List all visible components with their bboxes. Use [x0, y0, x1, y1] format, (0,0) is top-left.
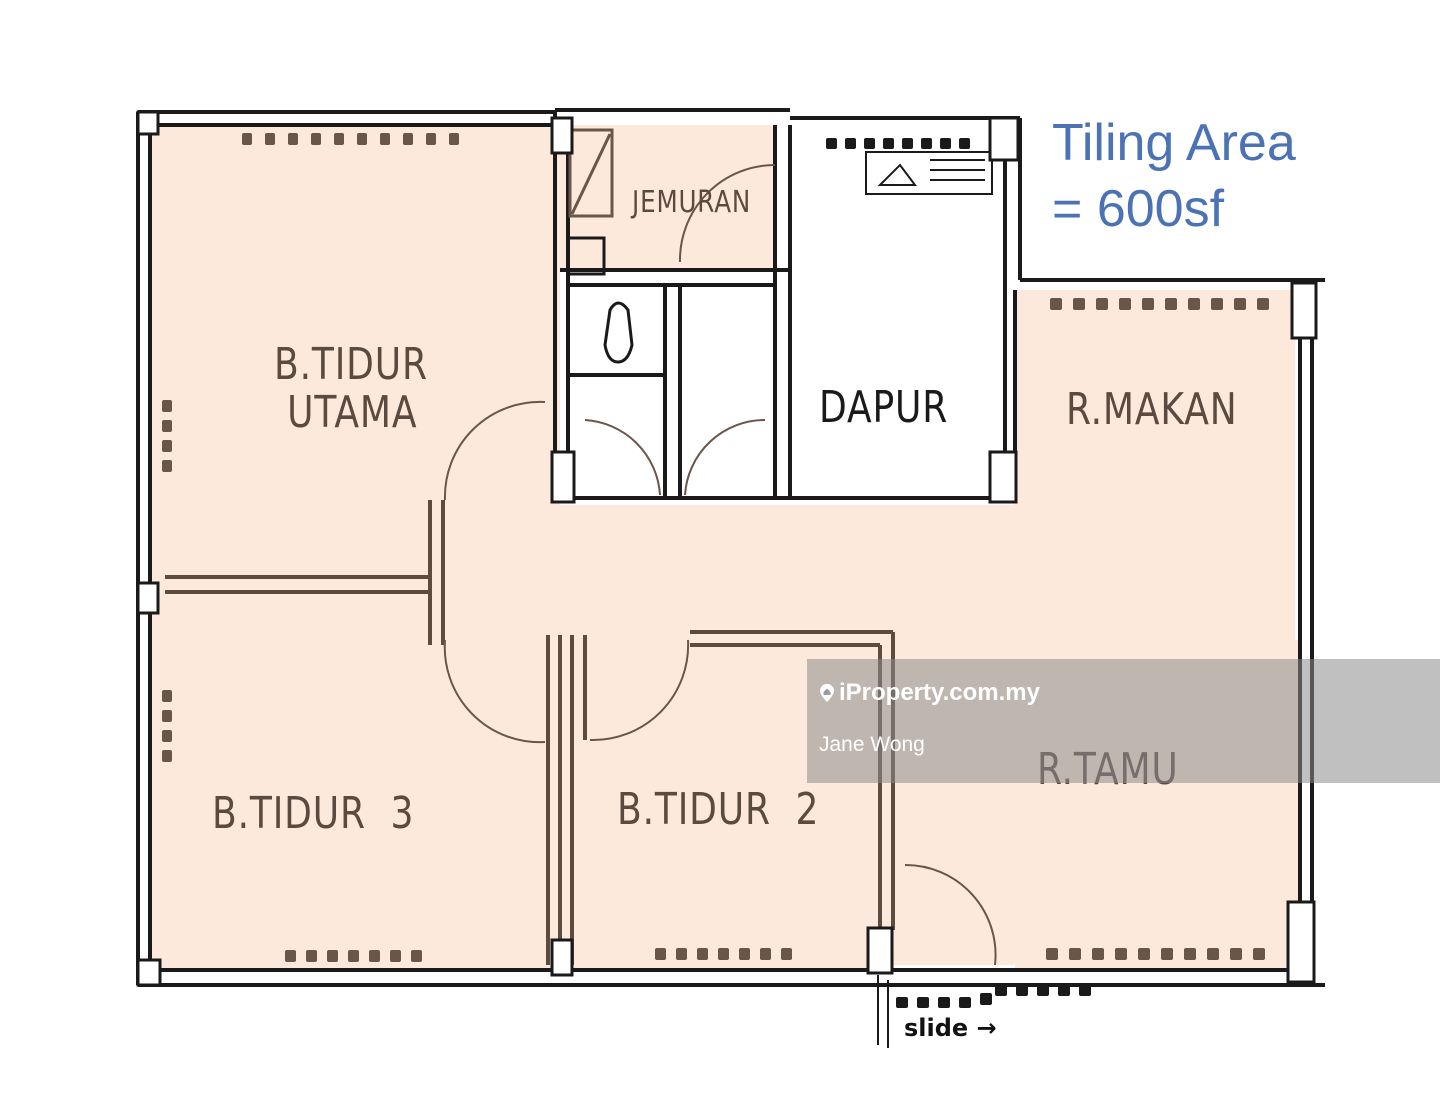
laundry-shaft	[568, 128, 614, 218]
window-left-bed3	[162, 690, 172, 762]
window-bottom-bed2	[655, 948, 792, 960]
window-bottom-bed3	[285, 950, 422, 962]
toilet-icon	[603, 301, 634, 364]
tiled-floor-areas	[150, 125, 1300, 970]
room-label-master-bedroom-line2: UTAMA	[287, 387, 418, 438]
room-label-dining: R.MAKAN	[1066, 384, 1238, 435]
door-swings	[443, 164, 997, 966]
watermark-brand-text: iProperty.com.my	[839, 679, 1040, 706]
location-pin-icon	[820, 684, 834, 702]
window-markers-dark	[826, 138, 1091, 1008]
room-label-bedroom3: B.TIDUR 3	[212, 788, 415, 839]
tiling-area-value: = 600sf	[1052, 180, 1225, 238]
untiled-areas	[565, 125, 1015, 505]
window-top-master	[242, 133, 459, 145]
window-bottom-living	[1046, 948, 1265, 960]
sink-icon	[865, 151, 993, 195]
room-label-bedroom2: B.TIDUR 2	[617, 784, 820, 835]
entrance-lines	[877, 975, 889, 1048]
column-posts	[136, 110, 1318, 987]
room-label-master-bedroom-line1: B.TIDUR	[274, 339, 428, 390]
tiling-area-annotation: Tiling Area = 600sf	[1052, 110, 1296, 242]
watermark-brand: iProperty.com.my	[819, 679, 1040, 707]
room-label-master-bedroom: B.TIDUR UTAMA	[274, 343, 428, 435]
tiling-area-title: Tiling Area	[1052, 114, 1296, 172]
window-markers	[162, 133, 1269, 962]
room-label-kitchen: DAPUR	[819, 382, 949, 433]
window-top-dining	[1050, 298, 1269, 310]
bathroom-walls	[553, 110, 1005, 500]
watermark-overlay: iProperty.com.my Jane Wong	[807, 659, 1440, 783]
window-left-master	[162, 400, 172, 472]
room-label-laundry: JEMURAN	[632, 185, 752, 220]
slide-door-note: slide →	[904, 1014, 997, 1042]
watermark-agent-name: Jane Wong	[819, 733, 925, 756]
